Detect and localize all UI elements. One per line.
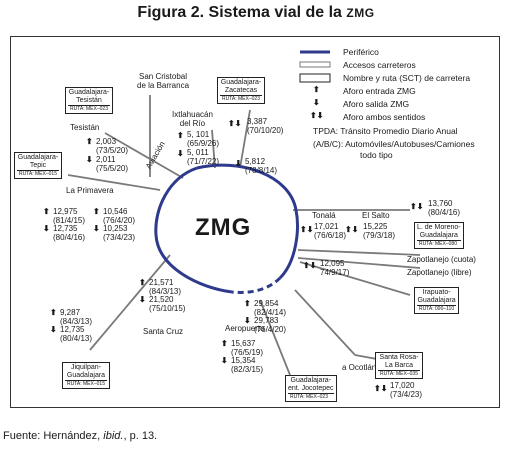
count-tonala-both: 17,021(76/6/18) [314, 222, 347, 240]
count-aeropuerto-in: 29,854(82/4/14) [254, 299, 287, 317]
legend-abc-2: todo tipo [360, 150, 393, 160]
down-arrow-icon: ⬇ [86, 155, 93, 164]
legend-aforo-salida: Aforo salida ZMG [343, 99, 410, 109]
legend-aforo-ambos: Aforo ambos sentidos [343, 112, 426, 122]
count-lagos-both: 13,760(80/4/16) [428, 199, 461, 217]
legend-tpda: TPDA: Tránsito Promedio Diario Anual [313, 126, 458, 136]
center-label: ZMG [195, 214, 252, 241]
road-ixtlahuacan [211, 129, 216, 169]
down-arrow-icon: ⬇ [43, 224, 50, 233]
count-jiquilpan-in: 9,287(84/3/13) [60, 308, 93, 326]
count-barca-both: 17,020(73/4/23) [390, 381, 423, 399]
up-arrow-icon: ⬆ [139, 278, 146, 287]
down-arrow-icon: ⬇ [139, 295, 146, 304]
up-arrow-icon: ⬆ [86, 137, 93, 146]
count-zacatecas-both: 3,387(70/10/20) [247, 117, 284, 135]
down-arrow-icon: ⬇ [221, 356, 228, 365]
place-zapotlanejo-cuota: Zapotlanejo (cuota) [407, 255, 476, 264]
periferico-planned [231, 276, 282, 294]
both-arrow-icon: ⬆⬇ [410, 202, 424, 211]
map-frame [10, 36, 500, 408]
both-arrow-icon: ⬆⬇ [303, 261, 317, 270]
place-el-salto: El Salto [362, 211, 390, 220]
source-note: Fuente: Hernández, ibid., p. 13. [3, 430, 158, 442]
road-ocotlan [294, 289, 356, 356]
up-arrow-icon: ⬆ [43, 207, 50, 216]
place-ocotlan: a Ocotlán [342, 363, 377, 372]
count-primavera-in-1: 12,975(81/4/15) [53, 207, 86, 225]
up-arrow-icon: ⬆ [93, 207, 100, 216]
both-arrow-icon: ⬆⬇ [374, 384, 388, 393]
up-arrow-icon: ⬆ [221, 339, 228, 348]
road-zap-libre [297, 257, 421, 269]
legend-abc: (A/B/C): Automóviles/Autobuses/Camiones [313, 139, 475, 149]
count-primavera-out-2: 10,253(73/4/23) [103, 224, 136, 242]
count-jocotepec-in: 15,637(76/5/19) [231, 339, 264, 357]
legend-nombre-ruta: Nombre y ruta (SCT) de carretera [343, 73, 471, 83]
count-santacruz-in: 21,571(84/3/13) [149, 278, 182, 296]
road-jocotepec [259, 299, 291, 376]
both-arrow-icon: ⬆⬇ [345, 225, 359, 234]
road-tesistan [104, 132, 184, 179]
legend-aforo-entrada: Aforo entrada ZMG [343, 86, 416, 96]
count-aeropuerto-out: 29,783(76/4/20) [254, 316, 287, 334]
road-zacatecas [239, 109, 251, 169]
legend-both-arrow-icon: ⬆⬇ [310, 111, 324, 120]
count-primavera-in-2: 10,546(76/4/20) [103, 207, 136, 225]
down-arrow-icon: ⬇ [244, 316, 251, 325]
count-jocotepec-out: 15,354(82/3/15) [231, 356, 264, 374]
place-santa-cruz: Santa Cruz [143, 327, 184, 336]
legend-accesos-symbol [299, 61, 331, 68]
legend-periferico: Periférico [343, 47, 379, 57]
periferico-ring [154, 163, 299, 294]
place-la-primavera: La Primavera [66, 186, 114, 195]
count-zacatecas-out: 5,812(78/8/14) [245, 157, 278, 175]
both-arrow-icon: ⬆⬇ [228, 119, 242, 128]
up-arrow-icon: ⬆ [244, 299, 251, 308]
down-arrow-icon: ⬇ [177, 149, 184, 158]
count-primavera-out-1: 12,735(80/4/16) [53, 224, 86, 242]
down-arrow-icon: ⬇ [235, 159, 242, 168]
road-irapuato [299, 261, 411, 296]
count-santacruz-out: 21,520(75/10/15) [149, 295, 186, 313]
count-tesistan-out: 2,011(75/5/20) [96, 155, 129, 173]
count-ixtlahuacan-out: 5, 011(71/7/22) [187, 148, 220, 166]
legend-down-arrow-icon: ⬇ [313, 98, 320, 107]
legend-up-arrow-icon: ⬆ [313, 85, 320, 94]
place-zapotlanejo-libre: Zapotlanejo (libre) [407, 268, 472, 277]
figure-title: Figura 2. Sistema vial de la ZMG [137, 4, 375, 21]
legend-ruta-symbol [299, 73, 331, 83]
count-ixtlahuacan-in: 5, 101(65/9/26) [187, 130, 220, 148]
place-aeropuerto: Aeropuerto [225, 324, 265, 333]
road-zap-cuota [297, 249, 421, 256]
down-arrow-icon: ⬇ [50, 325, 57, 334]
count-jiquilpan-out: 12,735(80/4/13) [60, 325, 93, 343]
count-tesistan-in: 2,003(73/5/20) [96, 137, 129, 155]
both-arrow-icon: ⬆⬇ [300, 225, 314, 234]
place-tesistan: Tesistán [70, 123, 100, 132]
up-arrow-icon: ⬆ [50, 308, 57, 317]
up-arrow-icon: ⬆ [177, 131, 184, 140]
place-tonala: Tonalá [312, 211, 336, 220]
count-salto-both: 15,225(79/3/18) [363, 222, 396, 240]
road-tepic [67, 174, 161, 191]
road-jiquilpan [89, 254, 171, 351]
legend-accesos: Accesos carreteros [343, 60, 416, 70]
down-arrow-icon: ⬇ [93, 224, 100, 233]
